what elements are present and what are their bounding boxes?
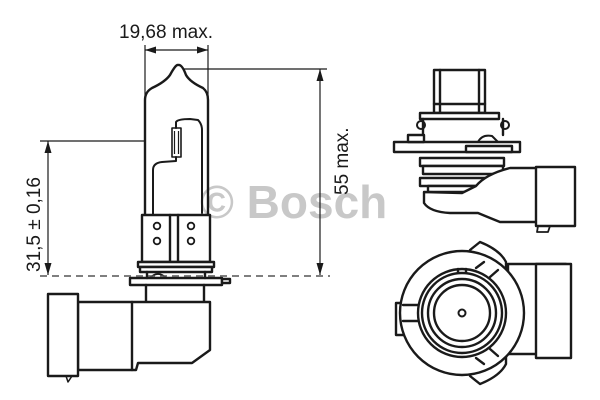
side-connector (534, 165, 577, 228)
dimension-light-center: 31,5 ± 0,16 (24, 140, 144, 275)
dimension-total-height: 55 max. (183, 68, 353, 275)
width-dimension-label: 19,68 max. (119, 22, 213, 43)
bulb-front-view (46, 63, 232, 383)
center-point (457, 308, 467, 318)
dimension-width: 19,68 max. (119, 22, 213, 105)
glass-capsule (143, 63, 210, 217)
light-center-dimension-label: 31,5 ± 0,16 (24, 177, 45, 272)
base-bottom-view (394, 240, 573, 386)
watermark: © Bosch (200, 176, 387, 228)
base-side-view (392, 68, 577, 233)
connector-housing (76, 300, 212, 372)
filament (171, 127, 182, 158)
bulb-base (140, 213, 212, 264)
connector-plug (46, 292, 80, 378)
total-height-dimension-label: 55 max. (332, 127, 353, 195)
